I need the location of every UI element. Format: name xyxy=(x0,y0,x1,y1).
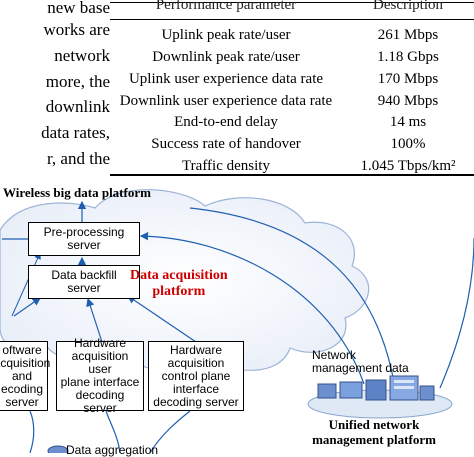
arrow-control-to-backfill xyxy=(127,295,197,343)
arrow-nm-to-wireless xyxy=(189,207,396,389)
desc-cell: 1.18 Gbps xyxy=(377,49,439,65)
table-header-rule xyxy=(110,19,474,20)
acquisition-platform-label: Data acquisition platform xyxy=(130,268,228,299)
desc-cell: 940 Mbps xyxy=(377,93,439,109)
param-cell: Downlink user experience data rate xyxy=(119,93,333,109)
param-cell: End-to-end delay xyxy=(174,114,278,130)
header-parameter: Performance parameter xyxy=(155,0,297,13)
desc-cell: 14 ms xyxy=(389,114,427,130)
preprocessing-server-box: Pre-processing server xyxy=(28,222,140,256)
table-row: Downlink user experience data rate 940 M… xyxy=(110,91,474,112)
desc-cell: 261 Mbps xyxy=(377,27,439,43)
header-description: Description xyxy=(373,0,443,13)
software-acquisition-box: oftware acquisition and ecoding server xyxy=(0,341,50,411)
text-line: downlink xyxy=(45,97,110,116)
table-bottom-rule xyxy=(110,174,474,176)
table-row: Traffic density 1.045 Tbps/km² xyxy=(110,156,474,177)
diagram-title: Wireless big data platform xyxy=(3,185,151,200)
desc-cell: 100% xyxy=(390,136,426,152)
bottom-device-icon xyxy=(47,445,69,453)
table-row: Uplink peak rate/user 261 Mbps xyxy=(110,25,474,46)
param-cell: Traffic density xyxy=(182,158,270,174)
desc-cell: 1.045 Tbps/km² xyxy=(360,158,456,174)
hardware-user-plane-box: Hardware acquisition user plane interfac… xyxy=(56,337,144,415)
arrow-soft-to-backfill xyxy=(13,297,41,317)
server-cluster-icon xyxy=(317,375,435,401)
text-line: network xyxy=(54,46,110,65)
desc-cell: 170 Mbps xyxy=(377,71,439,87)
hardware-control-plane-box: Hardware acquisition control plane inter… xyxy=(148,341,244,411)
arrow-from-below-3 xyxy=(149,410,191,453)
table-row: Downlink peak rate/user 1.18 Gbps xyxy=(110,47,474,68)
text-line: works are xyxy=(43,20,110,39)
table-row: End-to-end delay 14 ms xyxy=(110,112,474,133)
platform-diagram: Wireless big data platform Pre-processin… xyxy=(0,178,474,457)
text-line: r, and the xyxy=(46,149,110,168)
arrow-soft-to-preprocess xyxy=(11,252,41,317)
unified-nm-platform-label: Unified network management platform xyxy=(312,417,436,447)
table-header-row: Performance parameter Description xyxy=(110,0,474,16)
param-cell: Downlink peak rate/user xyxy=(152,49,300,65)
param-cell: Uplink peak rate/user xyxy=(161,27,291,43)
arrow-from-below-1 xyxy=(29,410,35,453)
arrow-from-below-2 xyxy=(105,410,121,453)
param-cell: Success rate of handover xyxy=(151,136,301,152)
network-management-data-label: Network management data xyxy=(312,348,409,375)
arrow-nm-to-preprocess xyxy=(139,231,365,385)
arrow-nm-right xyxy=(439,237,474,389)
table-top-rule xyxy=(110,2,474,3)
param-cell: Uplink user experience data rate xyxy=(128,71,324,87)
table-row: Success rate of handover 100% xyxy=(110,134,474,155)
arrow-user-to-backfill xyxy=(86,297,103,343)
table-row: Uplink user experience data rate 170 Mbp… xyxy=(110,69,474,90)
text-line: new base xyxy=(47,0,110,17)
data-backfill-server-box: Data backfill server xyxy=(28,265,140,299)
text-line: data rates, xyxy=(41,123,110,142)
bottom-partial-label: Data aggregation xyxy=(66,443,159,457)
text-line: more, the xyxy=(45,72,110,91)
